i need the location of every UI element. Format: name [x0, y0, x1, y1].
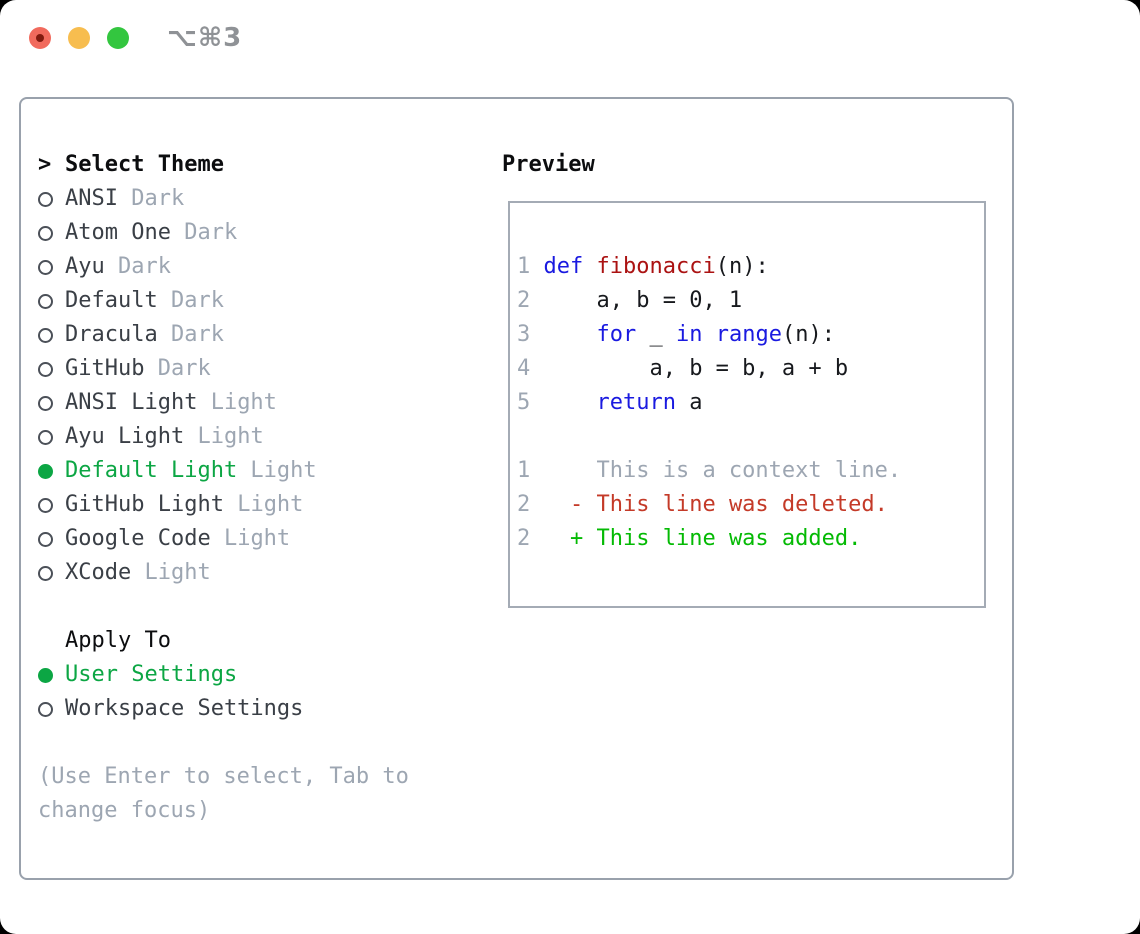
theme-variant: Dark	[157, 288, 224, 313]
preview-code: 1 def fibonacci(n): 2 a, b = 0, 1 3 for _ …	[510, 203, 984, 556]
theme-name: ANSI Light	[65, 390, 198, 415]
radio-marker	[38, 565, 65, 581]
theme-name: GitHub	[65, 356, 145, 381]
theme-option-xcode[interactable]: XCode Light	[38, 556, 409, 590]
radio-icon	[38, 191, 53, 207]
radio-marker	[38, 293, 65, 309]
radio-icon	[38, 327, 53, 343]
apply-to-header-row: Apply To	[38, 624, 409, 658]
radio-icon	[38, 259, 53, 275]
apply-to-header: Apply To	[65, 628, 171, 653]
keyboard-hint: (Use Enter to select, Tab to change focu…	[38, 764, 409, 823]
theme-name: Dracula	[65, 322, 158, 347]
theme-variant: Dark	[170, 220, 238, 245]
theme-name: Google Code	[65, 526, 211, 551]
code-line: 1 This is a context line.	[517, 458, 902, 483]
radio-icon	[38, 701, 53, 717]
theme-option-ayu[interactable]: Ayu Dark	[38, 250, 409, 284]
theme-variant: Light	[223, 492, 304, 517]
code-line: 5 return a	[517, 390, 703, 415]
radio-marker	[38, 429, 65, 445]
theme-option-dracula[interactable]: Dracula Dark	[38, 318, 409, 352]
radio-icon	[38, 395, 53, 411]
radio-marker	[38, 701, 65, 717]
apply-option-label: User Settings	[65, 662, 238, 687]
theme-variant: Light	[184, 424, 264, 449]
theme-option-ayu-light[interactable]: Ayu Light Light	[38, 420, 409, 454]
theme-option-google-code[interactable]: Google Code Light	[38, 522, 409, 556]
radio-marker	[38, 497, 65, 513]
code-line: 4 a, b = b, a + b	[517, 356, 849, 381]
theme-variant: Dark	[117, 186, 185, 211]
radio-icon	[38, 497, 53, 513]
radio-marker	[38, 191, 65, 207]
theme-name: XCode	[65, 560, 132, 585]
code-line	[517, 420, 984, 454]
radio-marker	[38, 361, 65, 377]
radio-marker	[38, 259, 65, 275]
preview-header: Preview	[502, 152, 595, 177]
radio-icon	[38, 531, 53, 547]
radio-selected-marker	[38, 667, 65, 683]
theme-option-github[interactable]: GitHub Dark	[38, 352, 409, 386]
radio-marker	[38, 225, 65, 241]
radio-marker	[38, 327, 65, 343]
theme-option-ansi[interactable]: ANSI Dark	[38, 182, 409, 216]
theme-option-github-light[interactable]: GitHub Light Light	[38, 488, 409, 522]
select-theme-header-row: > Select Theme	[38, 148, 409, 182]
code-line: 2 + This line was added.	[517, 526, 862, 551]
cursor-icon: >	[38, 152, 52, 177]
minimize-window-button[interactable]	[68, 27, 90, 49]
theme-variant: Light	[237, 458, 317, 483]
theme-name: Ayu	[65, 254, 105, 279]
preview-box: 1 def fibonacci(n): 2 a, b = 0, 1 3 for _ …	[508, 201, 986, 608]
select-theme-header: Select Theme	[65, 152, 224, 177]
radio-icon	[38, 429, 53, 445]
radio-icon	[38, 565, 53, 581]
apply-option-user-settings[interactable]: User Settings	[38, 658, 409, 692]
apply-option-label: Workspace Settings	[65, 696, 304, 721]
radio-selected-icon	[38, 463, 53, 479]
theme-variant: Light	[197, 390, 277, 415]
radio-icon	[38, 293, 53, 309]
theme-variant: Light	[210, 526, 291, 551]
radio-selected-icon	[38, 667, 53, 683]
theme-variant: Dark	[144, 356, 211, 381]
radio-selected-marker	[38, 463, 65, 479]
radio-icon	[38, 225, 53, 241]
zoom-window-button[interactable]	[107, 27, 129, 49]
theme-option-ansi-light[interactable]: ANSI Light Light	[38, 386, 409, 420]
theme-variant: Light	[131, 560, 211, 585]
radio-marker	[38, 531, 65, 547]
theme-variant: Dark	[104, 254, 171, 279]
list-cursor-marker: >	[38, 148, 65, 182]
close-window-button[interactable]	[29, 27, 51, 49]
theme-variant: Dark	[157, 322, 224, 347]
code-line: 3 for _ in range(n):	[517, 322, 835, 347]
theme-name: GitHub Light	[65, 492, 224, 517]
apply-option-workspace-settings[interactable]: Workspace Settings	[38, 692, 409, 726]
theme-name: Default Light	[65, 458, 238, 483]
theme-name: Ayu Light	[65, 424, 185, 449]
code-line: 1 def fibonacci(n):	[517, 254, 769, 279]
theme-option-default-light[interactable]: Default Light Light	[38, 454, 409, 488]
theme-name: Atom One	[65, 220, 171, 245]
theme-name: ANSI	[65, 186, 118, 211]
radio-marker	[38, 395, 65, 411]
code-line: 2 a, b = 0, 1	[517, 288, 743, 313]
radio-icon	[38, 361, 53, 377]
theme-name: Default	[65, 288, 158, 313]
code-line: 2 - This line was deleted.	[517, 492, 888, 517]
theme-option-default[interactable]: Default Dark	[38, 284, 409, 318]
window-shortcut-label: ⌥⌘3	[167, 23, 243, 53]
theme-option-atom-one[interactable]: Atom One Dark	[38, 216, 409, 250]
close-modified-dot-icon	[36, 34, 44, 42]
